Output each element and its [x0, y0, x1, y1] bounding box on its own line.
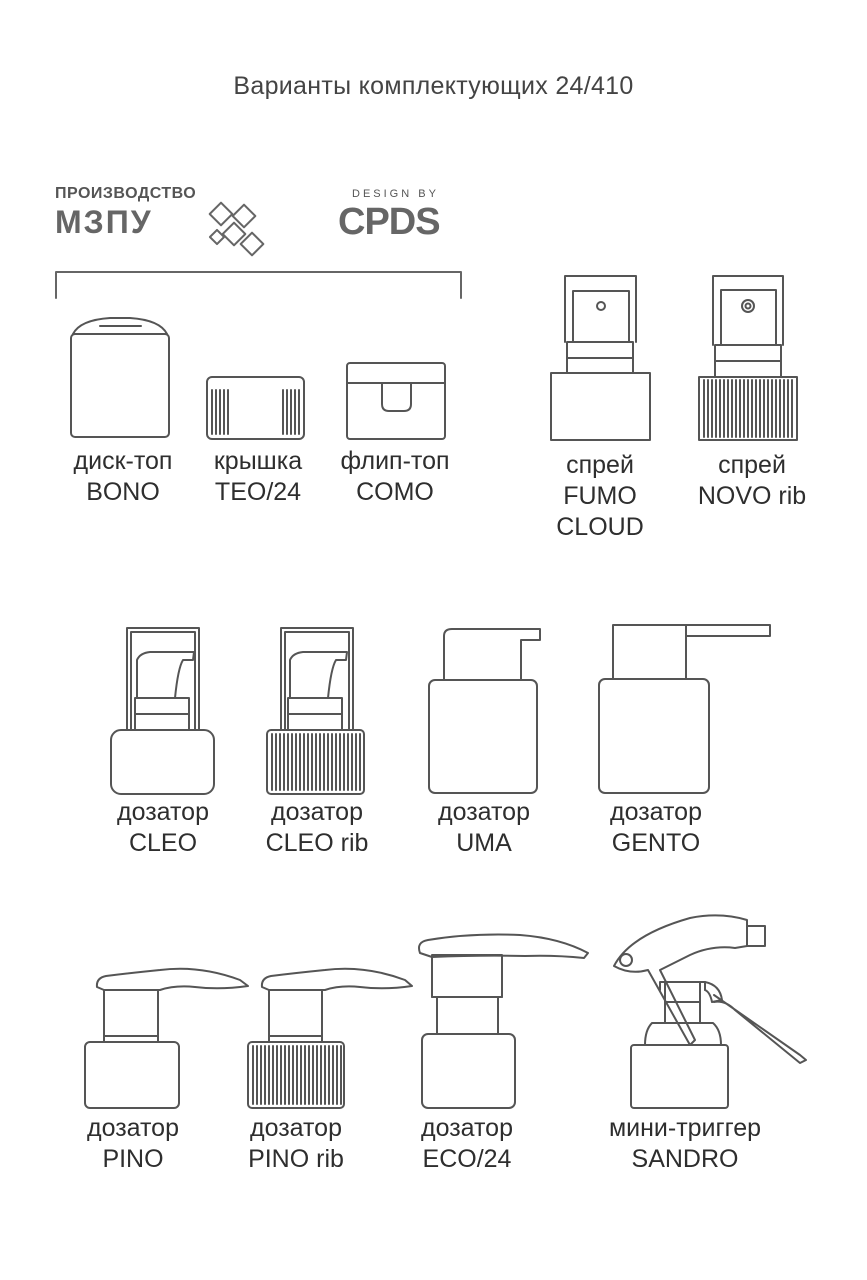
label-como: флип-топ COMO	[315, 446, 475, 508]
label-line: CLEO	[128, 829, 198, 857]
label-line: SANDRO	[631, 1145, 739, 1173]
label-cleo-rib: дозатор CLEO rib	[237, 797, 397, 859]
label-eco: дозатор ECO/24	[387, 1113, 547, 1175]
label-line: PINO rib	[248, 1145, 344, 1173]
cleo-rib-dispenser-drawing	[266, 627, 365, 795]
label-line: дозатор	[437, 798, 530, 826]
label-line: TEO/24	[214, 478, 302, 506]
label-line: ECO/24	[422, 1145, 512, 1173]
pino-rib-dispenser-drawing	[247, 967, 413, 1109]
teo-cap-drawing	[206, 376, 305, 440]
cpds-logo: CPDS	[338, 201, 441, 243]
label-line: дозатор	[609, 798, 702, 826]
label-line: COMO	[356, 478, 434, 506]
label-pino: дозатор PINO	[53, 1113, 213, 1175]
label-uma: дозатор UMA	[404, 797, 564, 859]
label-line: диск-топ	[73, 447, 173, 475]
sandro-trigger-drawing	[613, 914, 807, 1109]
label-fumo: спрей FUMO CLOUD	[520, 450, 680, 543]
bono-disc-top-drawing	[70, 317, 170, 438]
label-line: флип-топ	[340, 447, 450, 475]
fumo-spray-drawing	[550, 275, 651, 441]
label-line: PINO	[102, 1145, 164, 1173]
label-line: UMA	[456, 829, 512, 857]
maker-logo: МЗПУ	[55, 204, 153, 240]
cleo-dispenser-drawing	[110, 627, 215, 795]
label-line: мини-триггер	[608, 1114, 762, 1142]
label-line: NOVO rib	[697, 482, 807, 510]
label-cleo: дозатор CLEO	[83, 797, 243, 859]
label-gento: дозатор GENTO	[576, 797, 736, 859]
label-line: крышка	[213, 447, 303, 475]
maker-caption: ПРОИЗВОДСТВО	[55, 185, 197, 202]
label-teo: крышка TEO/24	[178, 446, 338, 508]
novo-spray-drawing	[698, 275, 798, 441]
label-line: дозатор	[270, 798, 363, 826]
group-bracket	[55, 271, 462, 299]
uma-dispenser-drawing	[428, 628, 541, 794]
pino-dispenser-drawing	[84, 967, 249, 1109]
label-bono: диск-топ BONO	[43, 446, 203, 508]
label-line: спрей	[718, 451, 786, 479]
label-line: спрей	[566, 451, 634, 479]
label-line: FUMO	[563, 482, 637, 510]
label-line: дозатор	[249, 1114, 342, 1142]
label-line: CLOUD	[556, 513, 644, 541]
label-line: CLEO rib	[265, 829, 369, 857]
label-line: дозатор	[116, 798, 209, 826]
gento-dispenser-drawing	[598, 624, 771, 794]
design-caption: DESIGN BY	[352, 188, 439, 200]
label-line: BONO	[86, 478, 160, 506]
como-flip-top-drawing	[346, 362, 446, 440]
label-sandro: мини-триггер SANDRO	[595, 1113, 775, 1175]
label-line: GENTO	[611, 829, 701, 857]
eco-dispenser-drawing	[418, 933, 589, 1109]
page-title: Варианты комплектующих 24/410	[233, 72, 634, 100]
label-line: дозатор	[86, 1114, 179, 1142]
label-pino-rib: дозатор PINO rib	[216, 1113, 376, 1175]
label-novo: спрей NOVO rib	[672, 450, 832, 512]
label-line: дозатор	[420, 1114, 513, 1142]
maker-logo-mark	[208, 201, 265, 257]
